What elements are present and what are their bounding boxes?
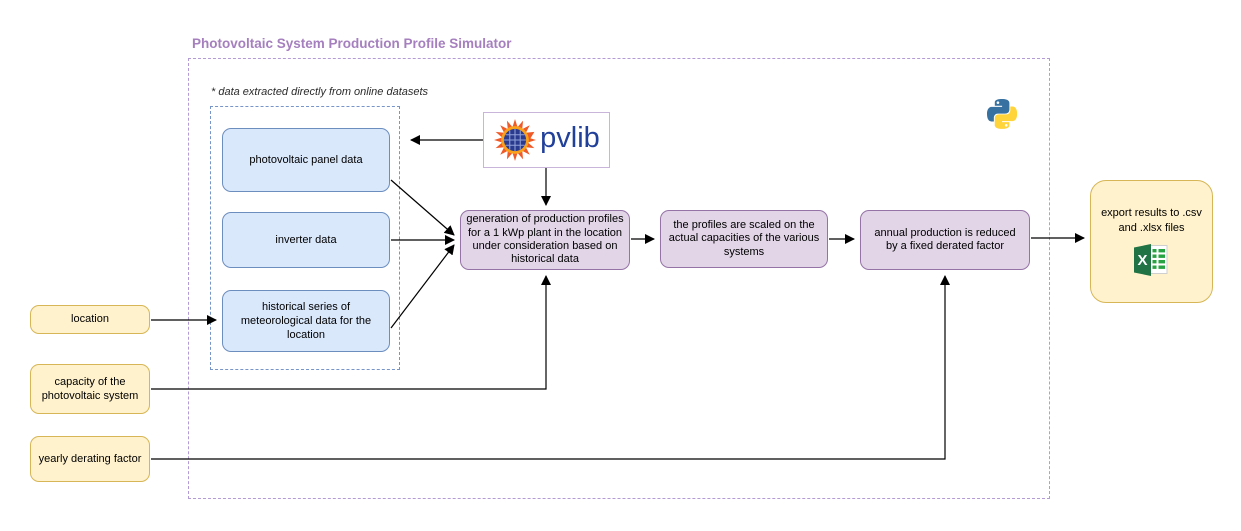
node-label: export results to .csv and .xlsx files [1101, 207, 1202, 234]
svg-text:X: X [1137, 252, 1147, 269]
node-scale-profiles: the profiles are scaled on the actual ca… [660, 210, 828, 268]
node-label: inverter data [275, 233, 337, 246]
node-location-input: location [30, 305, 150, 334]
node-label: capacity of the photovoltaic system [41, 375, 139, 402]
simulator-boundary-box [188, 58, 1050, 499]
sun-solar-panel-icon [494, 119, 537, 161]
node-label: annual production is reduced by a fixed … [874, 226, 1016, 252]
footnote-online-datasets: * data extracted directly from online da… [211, 86, 429, 98]
node-label: generation of production profiles for a … [466, 213, 624, 266]
pvlib-logo: pvlib [483, 112, 610, 168]
node-label: location [71, 313, 109, 326]
arrow-panel-data-to-generation [390, 179, 455, 236]
node-export-results: export results to .csv and .xlsx files X [1090, 180, 1213, 303]
arrow-derating-to-reduction [151, 274, 951, 460]
node-inverter-data: inverter data [222, 212, 390, 268]
node-label: the profiles are scaled on the actual ca… [668, 218, 820, 258]
node-generation-profiles: generation of production profiles for a … [460, 210, 630, 270]
pvlib-logo-text: pvlib [540, 122, 600, 154]
diagram-title: Photovoltaic System Production Profile S… [192, 36, 512, 51]
node-label: photovoltaic panel data [249, 153, 363, 166]
node-photovoltaic-panel-data: photovoltaic panel data [222, 128, 390, 192]
online-datasets-group-box [210, 106, 400, 370]
node-label: historical series of meteorological data… [240, 300, 372, 342]
excel-icon: X [1134, 243, 1168, 276]
arrow-meteo-data-to-generation [390, 244, 455, 329]
python-icon [987, 99, 1018, 129]
node-derating-factor-input: yearly derating factor [30, 436, 150, 482]
node-label: yearly derating factor [38, 452, 142, 465]
arrow-capacity-to-generation [151, 274, 552, 390]
node-meteorological-data: historical series of meteorological data… [222, 290, 390, 352]
node-derated-production: annual production is reduced by a fixed … [860, 210, 1030, 270]
node-capacity-input: capacity of the photovoltaic system [30, 364, 150, 414]
